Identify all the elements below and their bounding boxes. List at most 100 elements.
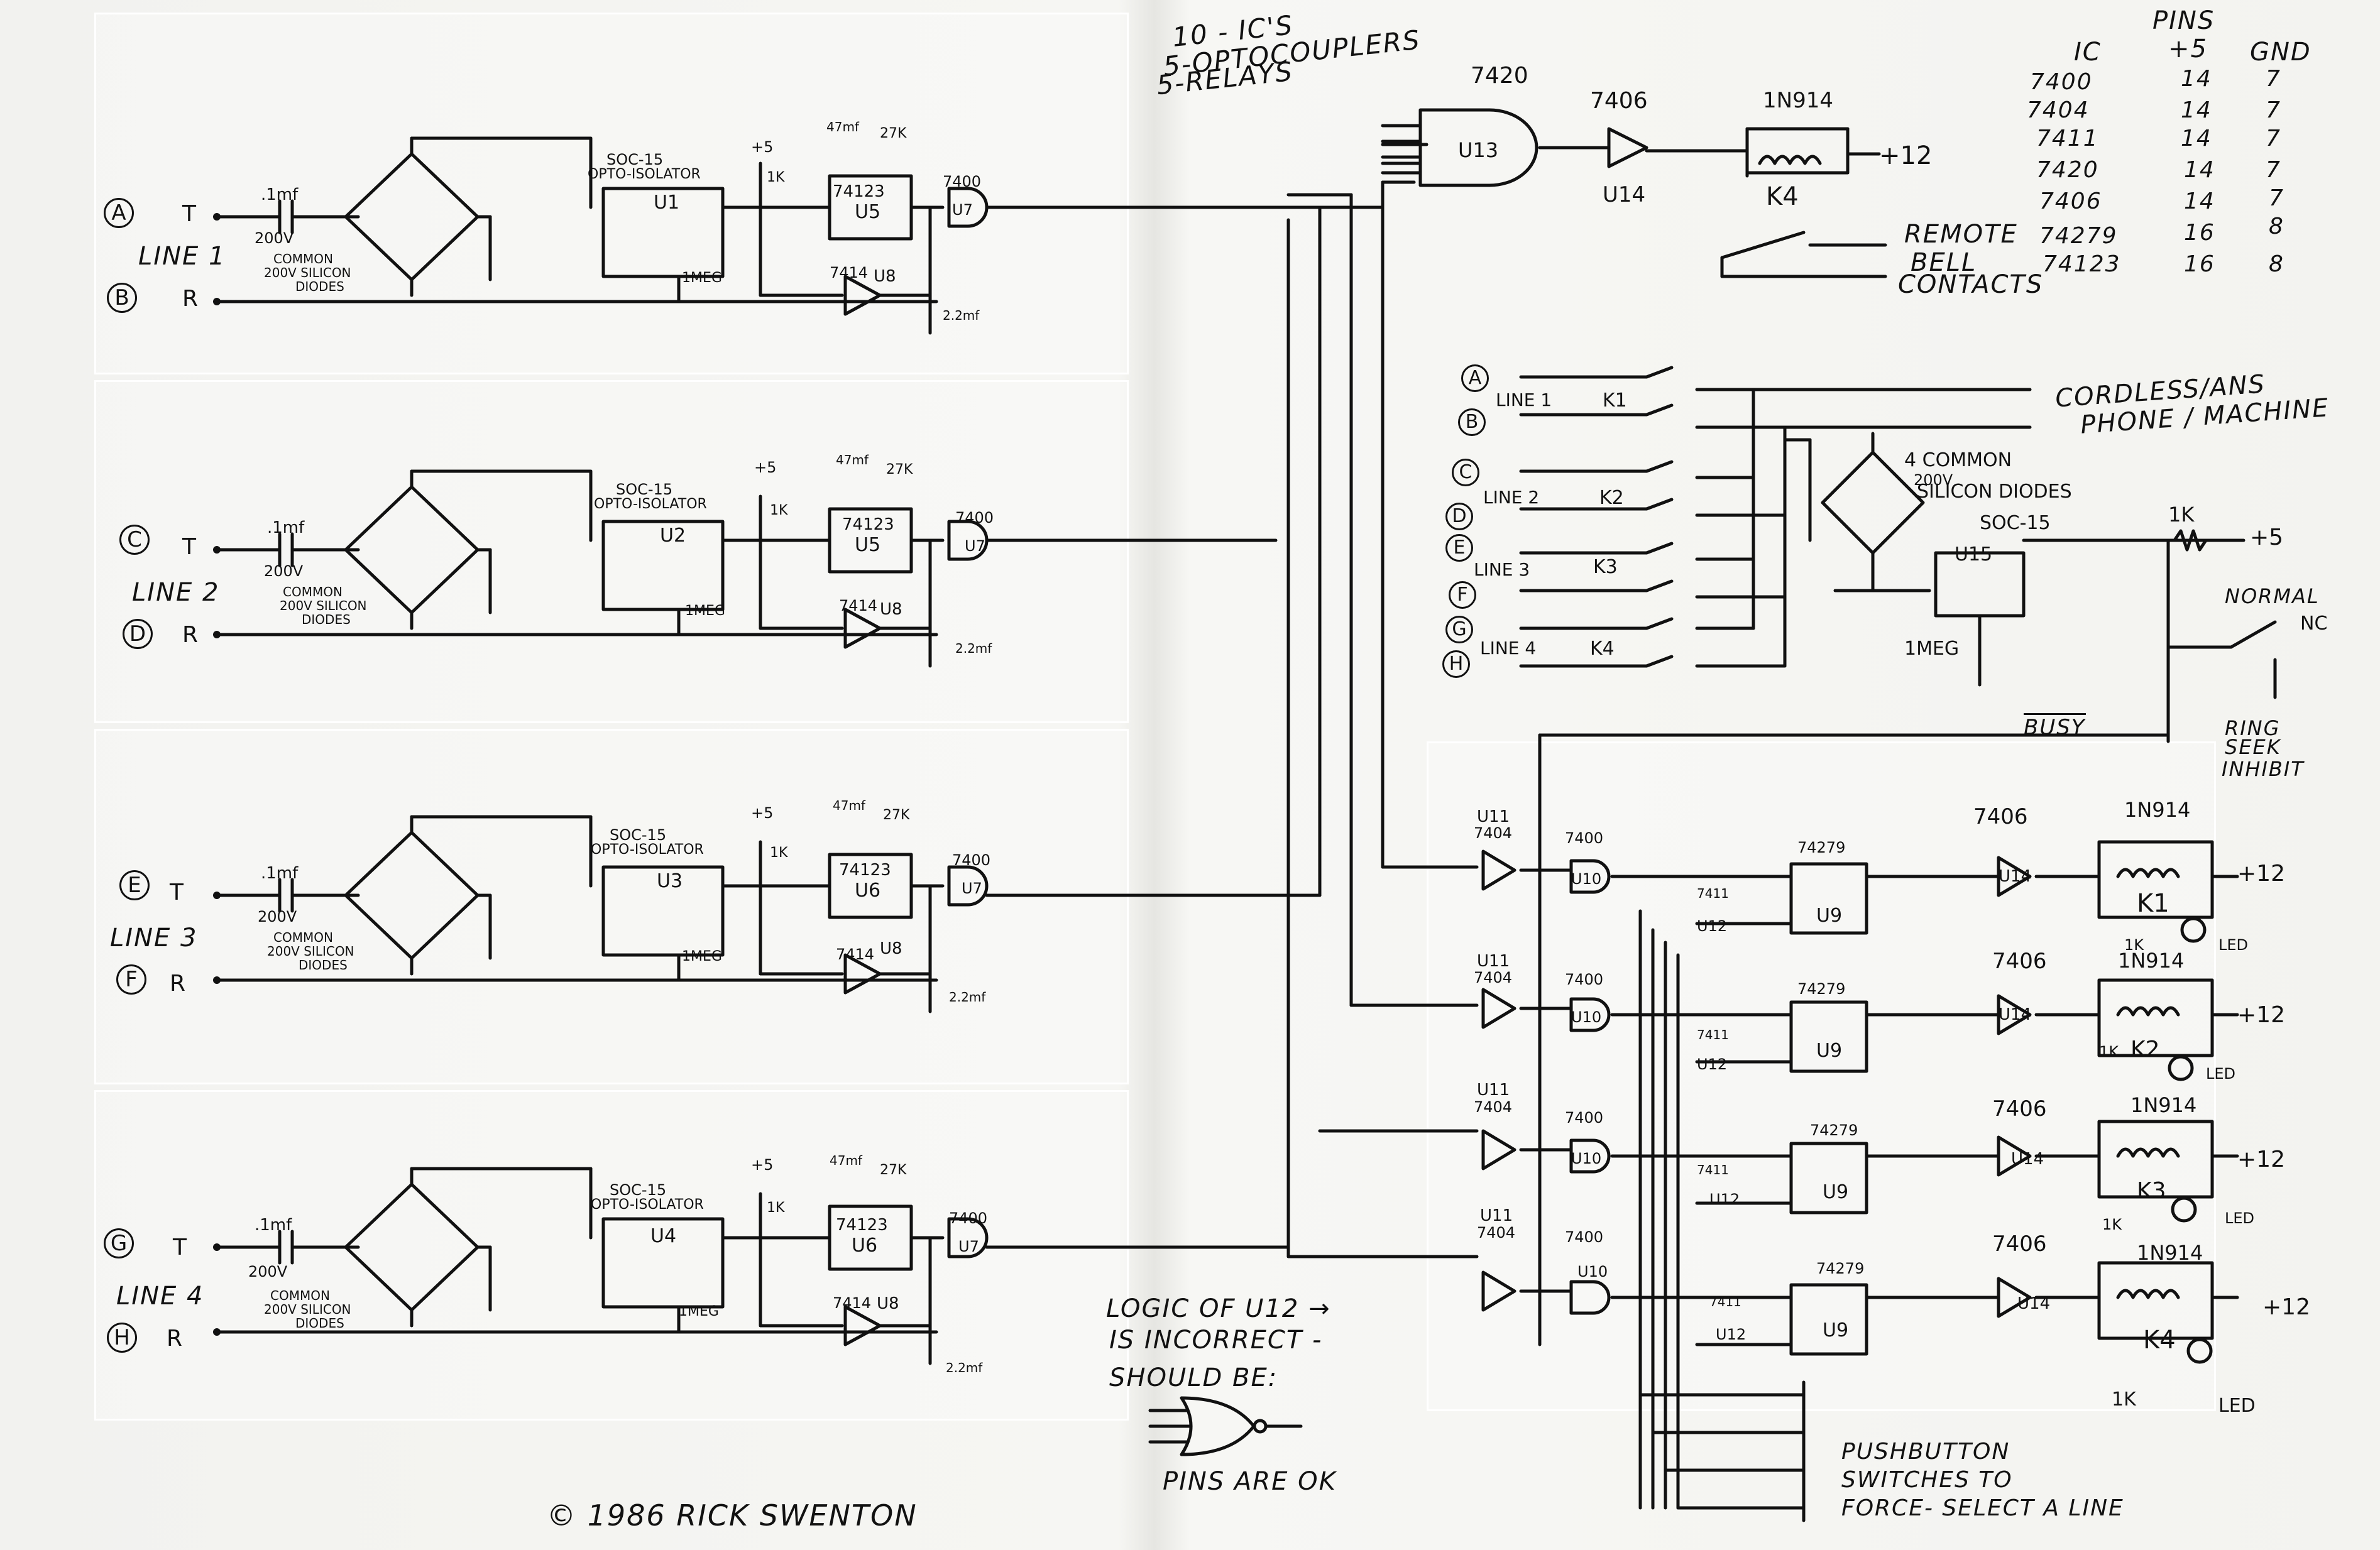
row2-diode: 1N914 — [2118, 949, 2185, 973]
logic-note-2: IS INCORRECT - — [1109, 1326, 1323, 1355]
term-t-label: T — [182, 201, 196, 227]
row1-inv: U11 — [1477, 807, 1510, 826]
schmitt-ref: U8 — [874, 267, 896, 286]
row3-r1k: 1K — [2102, 1216, 2122, 1233]
row4-nand: U10 — [1577, 1263, 1608, 1280]
oneshot-type: 74123 — [833, 182, 885, 201]
cap22: 2.2mf — [946, 1360, 983, 1375]
oneshot-type: 74123 — [839, 861, 891, 880]
diodes-label-1: COMMON — [283, 584, 343, 599]
pin-gnd-7411: 7 — [2266, 126, 2281, 151]
diodes-label-3: DIODES — [295, 1316, 344, 1331]
oneshot-type: 74123 — [842, 515, 894, 534]
row2-relay: K2 — [2130, 1037, 2160, 1062]
oneshot-ref: U5 — [855, 534, 881, 556]
cap-volt: 200V — [264, 562, 304, 580]
row4-and-type: 7411 — [1709, 1294, 1741, 1309]
cap-volt: 200V — [258, 908, 297, 925]
pin-row-7404: 7404 — [2027, 97, 2090, 123]
relay-diodes-1: 4 COMMON — [1904, 449, 2012, 471]
opto-label-1: SOC-15 — [616, 481, 673, 498]
panel-line2 — [94, 380, 1129, 723]
pin-table-header-gnd: GND — [2250, 38, 2311, 67]
panel-line1 — [94, 13, 1129, 374]
cap-label: .1mf — [255, 1216, 292, 1235]
diodes-label-2: 200V SILICON — [264, 265, 351, 280]
row2-inv: U11 — [1477, 952, 1510, 971]
row3-nand-type: 7400 — [1565, 1109, 1604, 1127]
schmitt-type: 7414 — [833, 1294, 872, 1312]
row3-latch-type: 74279 — [1810, 1122, 1858, 1139]
row3-nand: U10 — [1571, 1150, 1602, 1167]
row2-nand: U10 — [1571, 1008, 1602, 1026]
r1k: 1K — [770, 503, 788, 518]
plus5: +5 — [751, 1156, 774, 1174]
sel-term-g: G — [1445, 616, 1473, 643]
row3-inv: U11 — [1477, 1081, 1510, 1100]
row1-r1k: 1K — [2124, 936, 2144, 954]
sel-k3: K3 — [1593, 556, 1618, 578]
row3-and: U12 — [1709, 1191, 1740, 1208]
gate-type: 7420 — [1471, 63, 1528, 89]
line-circuit-3 — [213, 815, 1322, 1013]
row1-diode: 1N914 — [2124, 798, 2191, 822]
diodes-label-2: 200V SILICON — [264, 1302, 351, 1317]
term-h: H — [107, 1323, 137, 1353]
inhibit-2: SEEK — [2225, 735, 2281, 759]
row4-supply: +12 — [2262, 1294, 2310, 1320]
row4-relay: K4 — [2143, 1326, 2176, 1355]
term-r-label: R — [182, 286, 199, 312]
row3-inv-type: 7404 — [1474, 1098, 1513, 1116]
r27k: 27K — [883, 807, 910, 823]
diodes-label-3: DIODES — [302, 612, 351, 627]
row3-latch: U9 — [1823, 1181, 1849, 1203]
row2-and-type: 7411 — [1697, 1027, 1729, 1042]
pin-row-7406: 7406 — [2039, 188, 2102, 214]
row2-drv: U14 — [1999, 1005, 2032, 1024]
r27k: 27K — [886, 462, 913, 478]
nand-type: 7400 — [955, 509, 994, 527]
busy-label: BUSY — [2024, 713, 2086, 740]
row4-r1k: 1K — [2112, 1389, 2136, 1411]
row2-nand-type: 7400 — [1565, 971, 1604, 988]
row1-latch-type: 74279 — [1797, 839, 1846, 856]
pin-table-title: PINS — [2152, 6, 2215, 35]
normal-label: NORMAL — [2225, 584, 2320, 608]
panel-latch — [1427, 741, 2216, 1411]
row1-drv-type: 7406 — [1973, 804, 2028, 829]
nand-ref: U7 — [962, 880, 982, 897]
line-circuit-4 — [213, 1167, 1290, 1365]
remote-1: REMOTE — [1904, 220, 2018, 249]
logic-note-3: SHOULD BE: — [1109, 1363, 1278, 1392]
row4-inv: U11 — [1480, 1206, 1513, 1225]
row1-led: LED — [2218, 936, 2249, 954]
diodes-label-3: DIODES — [295, 279, 344, 294]
term-d: D — [123, 619, 153, 649]
panel-line3 — [94, 729, 1129, 1084]
plus5: +5 — [754, 459, 777, 476]
sel-line4: LINE 4 — [1480, 638, 1537, 658]
sel-k4: K4 — [1590, 638, 1615, 660]
cap-label: .1mf — [261, 864, 299, 883]
correct-gate-sketch — [1148, 1396, 1303, 1456]
cap47: 47mf — [826, 119, 859, 134]
pin-row-7411: 7411 — [2036, 126, 2099, 151]
row4-latch-type: 74279 — [1816, 1260, 1865, 1277]
pin-gnd-74123: 8 — [2269, 251, 2284, 277]
term-t-label: T — [182, 534, 196, 560]
nc-label: NC — [2300, 613, 2328, 635]
sel-term-f: F — [1449, 581, 1476, 609]
oneshot-ref: U6 — [852, 1235, 878, 1257]
pushbutton-note-3: FORCE- SELECT A LINE — [1841, 1495, 2124, 1521]
cap-label: .1mf — [267, 518, 305, 537]
line1-name: LINE 1 — [138, 242, 226, 271]
schmitt-type: 7414 — [830, 264, 869, 281]
term-r-label: R — [170, 971, 186, 996]
schmitt-ref: U8 — [880, 600, 902, 619]
row2-and: U12 — [1697, 1056, 1728, 1073]
plus5: +5 — [751, 138, 774, 156]
term-t-label: T — [170, 880, 184, 905]
pin-vcc-7406: 14 — [2184, 188, 2215, 214]
row1-and-type: 7411 — [1697, 886, 1729, 901]
r1meg: 1MEG — [679, 1304, 719, 1319]
